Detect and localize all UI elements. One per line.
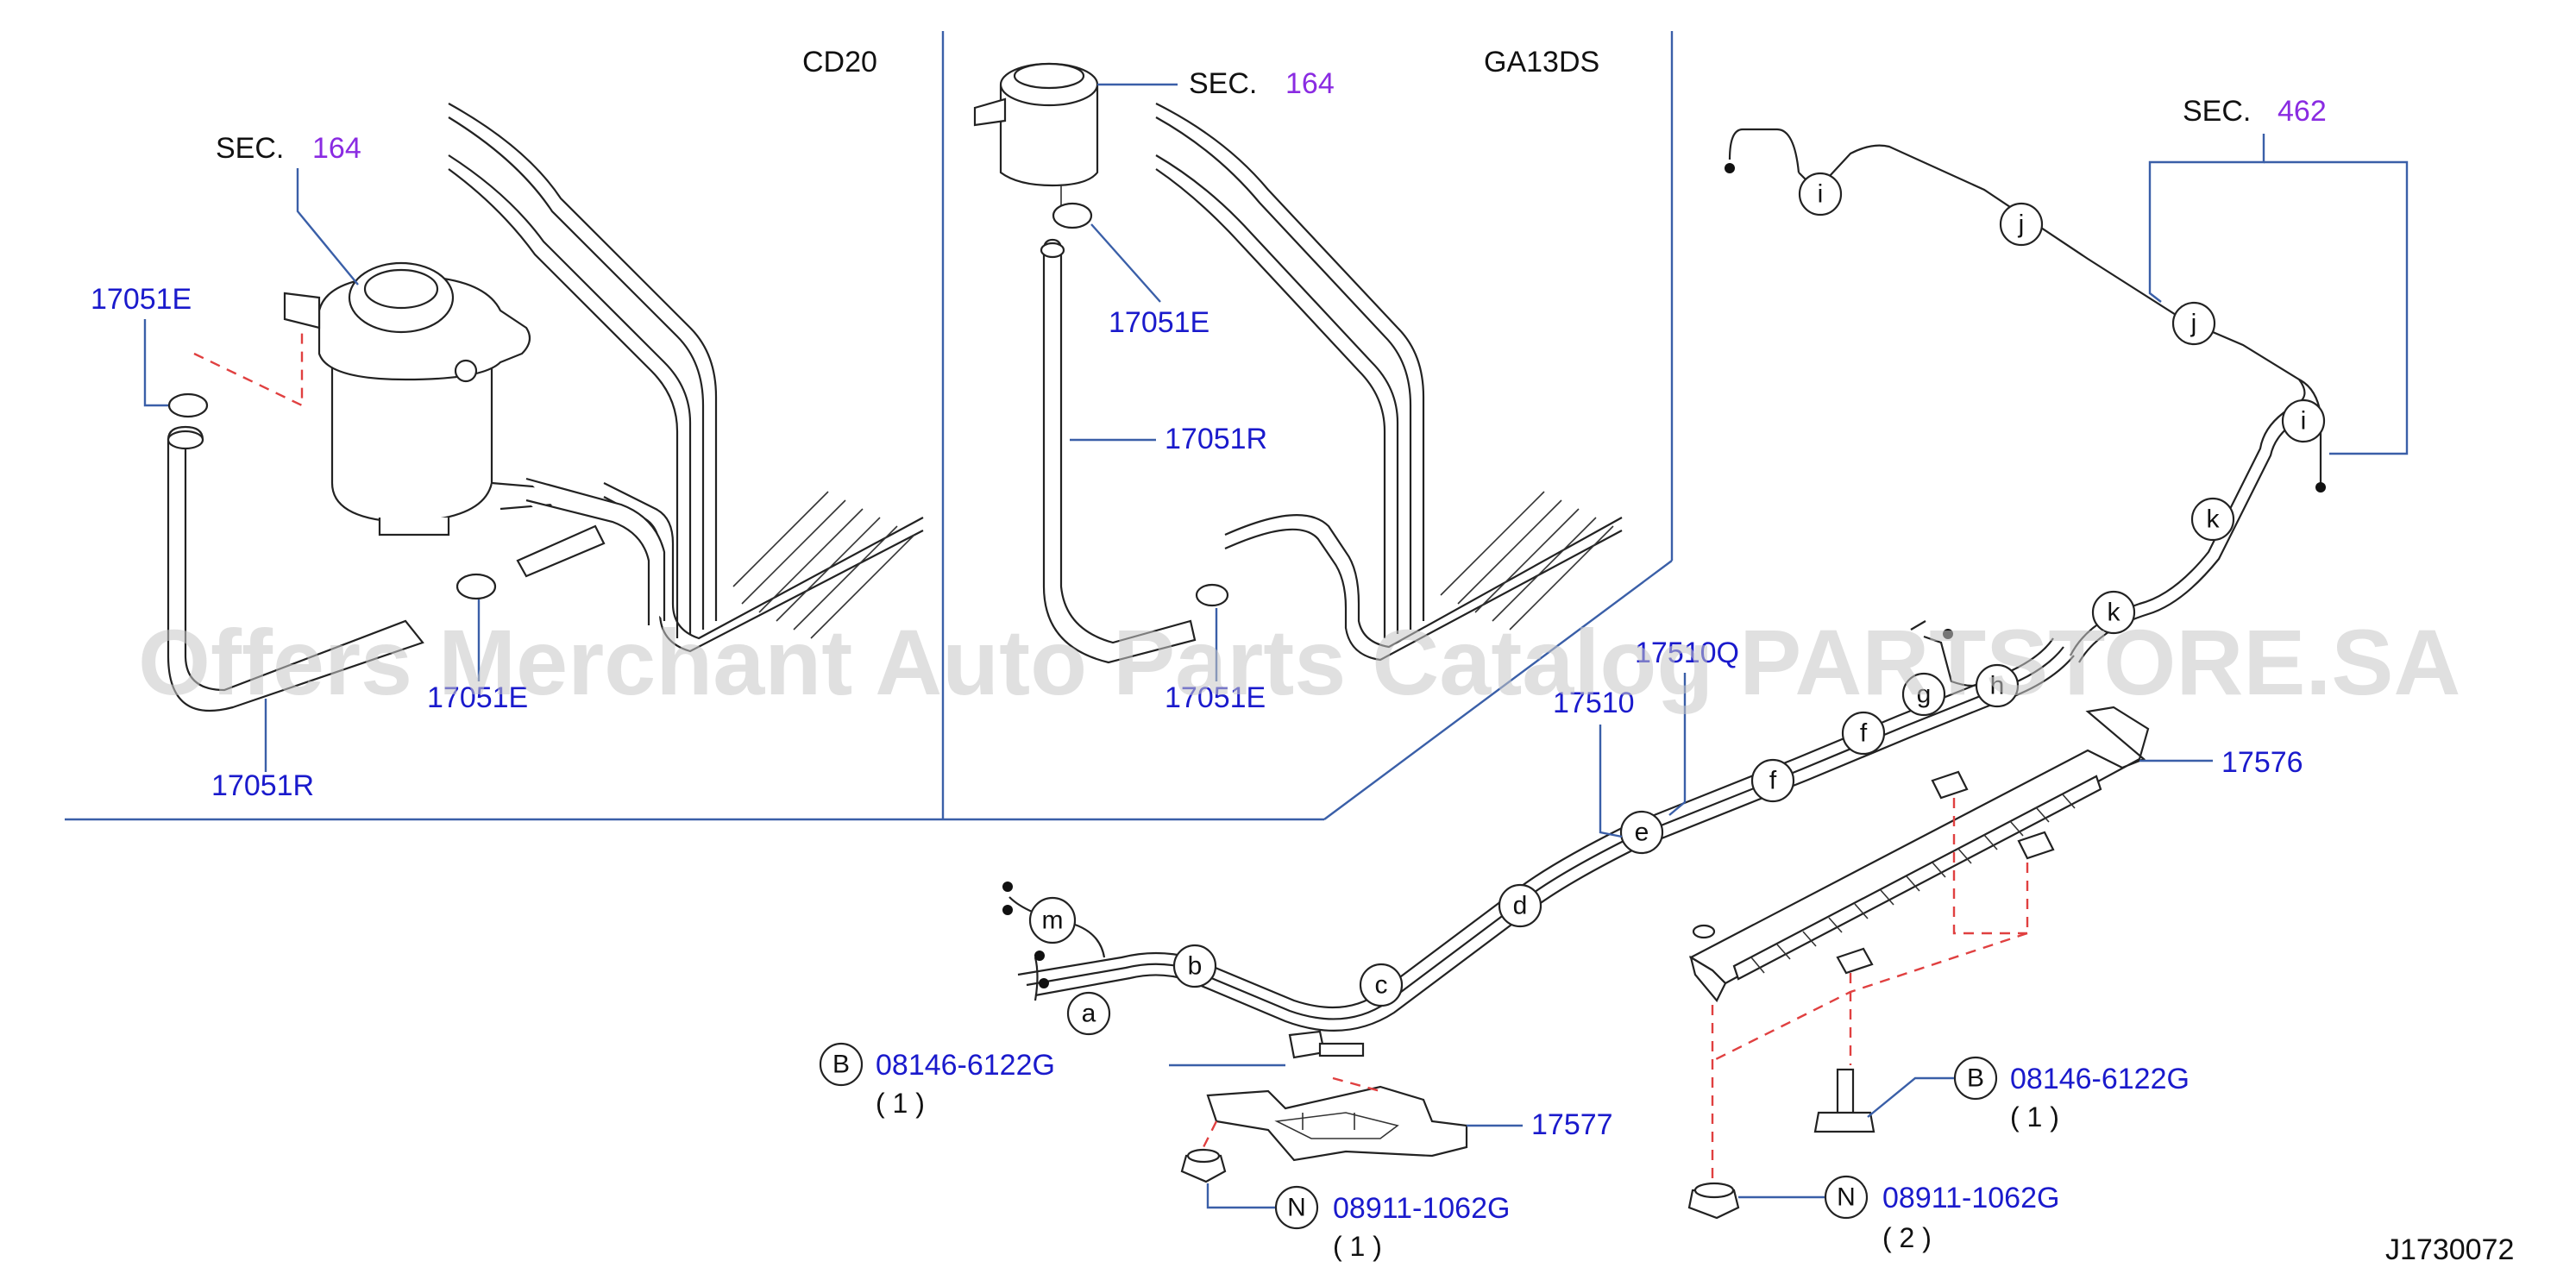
clip-letter: g <box>1917 681 1932 709</box>
badge-N: N <box>1287 1194 1306 1222</box>
part-17577[interactable]: 17577 <box>1531 1108 1613 1141</box>
clip-marker: e <box>1619 810 1664 855</box>
engine-label-ga13ds: GA13DS <box>1484 46 1599 78</box>
sec-label-right: SEC. <box>2183 95 2251 128</box>
clip-marker: j <box>1999 202 2044 247</box>
clip-marker: i <box>2281 398 2326 443</box>
fuel-filter-cd20 <box>283 261 666 625</box>
qty-left-bolt: ( 1 ) <box>876 1088 925 1119</box>
shield-ribs <box>1750 793 2076 974</box>
clip-marker: f <box>1841 711 1886 756</box>
clip-letter: f <box>1769 767 1777 795</box>
clip-letter: e <box>1635 819 1649 847</box>
ga13ds-tube-bundle <box>1155 103 1623 662</box>
sec-label-middle: SEC. <box>1189 67 1257 100</box>
part-17510[interactable]: 17510 <box>1553 687 1635 719</box>
ga13ds-panel: GA13DS SEC. 164 17 <box>973 46 1623 714</box>
tube-end-icon <box>1943 629 1953 639</box>
part-17051E-lower-middle[interactable]: 17051E <box>1165 681 1266 714</box>
fastener-callout: B 08146-6122G ( 1 ) <box>1867 1056 2190 1133</box>
part-08911-1062G-left[interactable]: 08911-1062G <box>1333 1192 1510 1225</box>
clip-marker: g <box>1901 672 1946 717</box>
part-17051R-middle[interactable]: 17051R <box>1165 423 1267 455</box>
badge-N: N <box>1837 1183 1856 1212</box>
clip-marker: b <box>1172 944 1217 988</box>
cd20-panel: CD20 <box>91 46 924 802</box>
part-17051R-left[interactable]: 17051R <box>211 769 314 802</box>
part-17510Q[interactable]: 17510Q <box>1635 637 1739 669</box>
clip-letter: j <box>2018 210 2025 239</box>
part-08911-1062G-right[interactable]: 08911-1062G <box>1882 1182 2059 1214</box>
sec-label-left: SEC. <box>216 132 284 165</box>
hose-clamp-icon <box>167 392 209 418</box>
sec-number-right[interactable]: 462 <box>2278 95 2327 128</box>
tube-bracket <box>1202 1076 1468 1162</box>
part-17051E-lower-left[interactable]: 17051E <box>427 681 528 714</box>
tube-end-icon <box>1725 163 1735 173</box>
clip-letter: i <box>2301 407 2307 436</box>
fastener-callout: N 08911-1062G ( 1 ) <box>1206 1183 1510 1262</box>
nut-right <box>1687 1182 1740 1220</box>
fastener-callout: B 08146-6122G ( 1 ) <box>819 1042 1055 1119</box>
tube-end-icon <box>1002 905 1013 915</box>
fuel-tube-shield <box>1688 706 2150 1182</box>
clip-marker: c <box>1359 963 1404 1007</box>
clip-letter: d <box>1513 892 1528 920</box>
clip-letter: k <box>2108 599 2121 627</box>
clip-markers: a b c d e f f g h i j j i k k m <box>1028 172 2326 1036</box>
clip-letter: b <box>1188 952 1203 981</box>
fastener-callout: N 08911-1062G ( 2 ) <box>1738 1175 2059 1253</box>
clip-marker: k <box>2091 590 2136 635</box>
qty-right-bolt: ( 1 ) <box>2010 1101 2059 1133</box>
tube-end-icon <box>1002 882 1013 892</box>
nut-left <box>1180 1148 1227 1183</box>
clip-marker: f <box>1750 758 1795 803</box>
clip-marker: k <box>2190 497 2235 542</box>
clip-marker: a <box>1066 991 1111 1036</box>
clip-letter: j <box>2190 310 2197 338</box>
clip-letter: i <box>1818 180 1824 209</box>
clip-marker: j <box>2171 301 2216 346</box>
clip-marker: h <box>1975 663 2020 708</box>
tube-end-icon <box>1039 978 1049 988</box>
engine-label-cd20: CD20 <box>802 46 877 78</box>
sec-number-left[interactable]: 164 <box>312 132 361 165</box>
clip-marker: i <box>1798 172 1843 216</box>
tube-end-icon <box>1034 951 1045 961</box>
part-17051E-upper-left[interactable]: 17051E <box>91 283 192 316</box>
qty-right-nut: ( 2 ) <box>1882 1222 1932 1253</box>
badge-B: B <box>832 1051 850 1079</box>
badge-B: B <box>1967 1064 1984 1093</box>
clip-letter: c <box>1375 971 1388 1000</box>
canister-ga13ds <box>973 62 1099 207</box>
part-17051E-upper-middle[interactable]: 17051E <box>1109 306 1209 339</box>
bolt-right <box>1813 1068 1875 1133</box>
clip-letter: h <box>1990 672 2005 700</box>
bolt-left <box>1288 1030 1365 1059</box>
watermark: Offers Merchant Auto Parts Catalog PARTS… <box>138 610 2460 714</box>
clip-marker: m <box>1028 896 1077 944</box>
qty-left-nut: ( 1 ) <box>1333 1231 1382 1262</box>
part-08146-6122G-right[interactable]: 08146-6122G <box>2010 1063 2190 1095</box>
clip-letter: m <box>1042 907 1064 935</box>
hose-clamp-icon <box>1052 202 1093 229</box>
part-08146-6122G-left[interactable]: 08146-6122G <box>876 1049 1055 1082</box>
clip-letter: a <box>1082 1000 1096 1028</box>
diagram-id: J1730072 <box>2385 1233 2514 1266</box>
cd20-tube-bundle <box>448 103 924 653</box>
hose-clamp-icon <box>456 573 497 600</box>
clip-marker: d <box>1498 883 1542 928</box>
panel-borders <box>65 31 1674 821</box>
clip-letter: k <box>2207 505 2221 534</box>
sec-number-middle[interactable]: 164 <box>1285 67 1335 100</box>
clip-letter: f <box>1860 719 1868 748</box>
hose-clamp-icon <box>1195 583 1229 607</box>
part-17576[interactable]: 17576 <box>2221 746 2303 779</box>
tube-end-icon <box>2315 482 2326 493</box>
